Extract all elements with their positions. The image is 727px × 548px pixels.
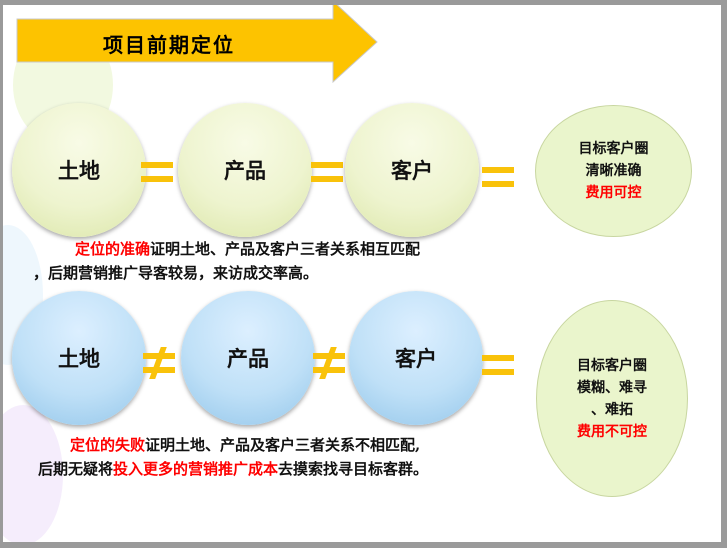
oval-line: 清晰准确	[585, 163, 642, 179]
equals-icon	[482, 355, 514, 375]
oval-line: 、难拓	[591, 401, 633, 418]
circle-customer: 客户	[345, 103, 479, 237]
oval-line-red: 费用不可控	[577, 423, 647, 440]
title-arrow	[16, 5, 378, 84]
text: 证明土地、产品及客户三者关系相互匹配	[150, 240, 421, 258]
slide: 项目前期定位 土地 产品 客户 目标客户圈 清晰准确 费用可控 定位的准确证明土…	[3, 5, 721, 542]
not-equals-icon	[313, 347, 345, 379]
circle-product: 产品	[181, 291, 315, 425]
highlight: 定位的失败	[70, 436, 146, 454]
decor-balloon	[3, 405, 63, 542]
text: 证明土地、产品及客户三者关系不相匹配,	[145, 436, 421, 454]
equals-icon	[311, 162, 343, 182]
text: 去摸索找寻目标客群。	[278, 460, 429, 478]
page-title: 项目前期定位	[103, 33, 235, 57]
text: ，后期营销推广导客较易，来访成交率高。	[33, 264, 319, 282]
highlight: 投入更多的营销推广成本	[113, 460, 279, 478]
failure-paragraph: 定位的失败证明土地、产品及客户三者关系不相匹配, 后期无疑将投入更多的营销推广成…	[38, 433, 428, 481]
result-oval-failure: 目标客户圈 模糊、难寻 、难拓 费用不可控	[536, 300, 688, 497]
equals-icon	[482, 167, 514, 187]
oval-line-red: 费用可控	[585, 185, 642, 201]
circle-land: 土地	[12, 291, 146, 425]
oval-line: 目标客户圈	[577, 357, 647, 374]
highlight: 定位的准确	[75, 240, 151, 258]
not-equals-icon	[143, 347, 175, 379]
circle-land: 土地	[12, 103, 146, 237]
success-paragraph: 定位的准确证明土地、产品及客户三者关系相互匹配 ，后期营销推广导客较易，来访成交…	[33, 237, 420, 285]
circle-customer: 客户	[349, 291, 483, 425]
oval-line: 目标客户圈	[578, 141, 649, 157]
result-oval-success: 目标客户圈 清晰准确 费用可控	[535, 105, 692, 237]
equals-icon	[141, 162, 173, 182]
oval-line: 模糊、难寻	[577, 379, 647, 396]
circle-product: 产品	[178, 103, 312, 237]
text: 后期无疑将	[38, 460, 114, 478]
